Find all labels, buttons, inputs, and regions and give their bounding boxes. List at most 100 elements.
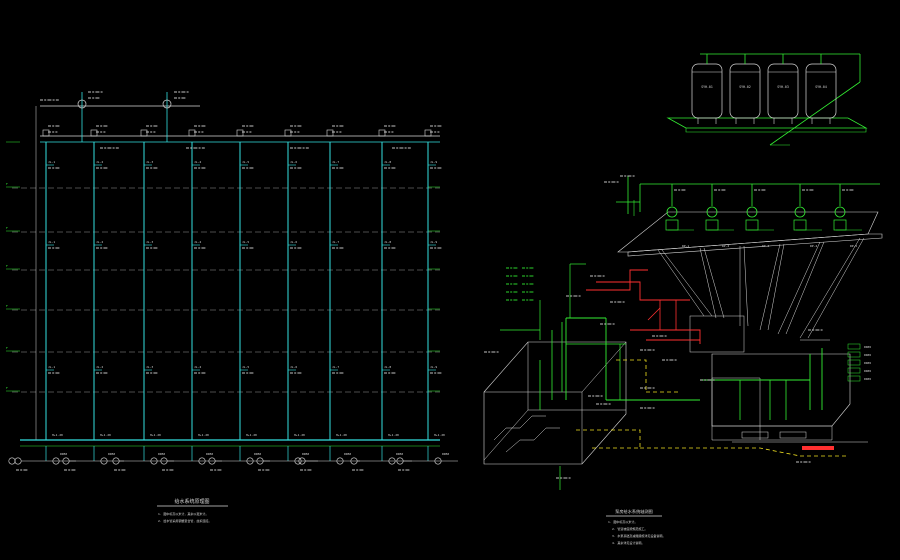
riser-label: JL-9 xyxy=(430,160,437,164)
pump-room-title: 泵房给水系统轴测图 xyxy=(615,508,653,515)
riser-level-mark: H+1.20 xyxy=(434,433,445,437)
riser-label: JL-4 xyxy=(194,160,201,164)
annotation-label-marks xyxy=(484,175,823,479)
water-tank: SYH-04 xyxy=(805,54,837,124)
floor-tick-left: F xyxy=(6,264,8,268)
pump-note-4: 4. 其余详见设计说明。 xyxy=(612,540,644,545)
riser-pipes xyxy=(42,129,436,440)
pointer-line xyxy=(703,247,725,319)
bottom-header-pipe xyxy=(20,439,440,447)
red-pipes xyxy=(586,269,701,344)
floor-tick-left: F xyxy=(6,386,8,390)
riser-note-1: 1. 图中标高以米计，其余以毫米计。 xyxy=(158,511,208,516)
riser-level-mark: H+1.20 xyxy=(246,433,257,437)
riser-level-mark: H+1.20 xyxy=(198,433,209,437)
pointer-line xyxy=(743,245,749,327)
pump-unit: RP-4 xyxy=(793,184,822,248)
water-tank: SYH-03 xyxy=(767,54,799,124)
riser-level-mark: H+1.20 xyxy=(388,433,399,437)
pump-unit: RP-3 xyxy=(745,184,774,248)
bottom-label: DN50 xyxy=(158,452,165,456)
bottom-label: DN50 xyxy=(254,452,261,456)
tank-label: SYH-02 xyxy=(739,85,751,89)
bottom-label: DN50 xyxy=(442,452,449,456)
legend-swatch xyxy=(847,351,861,358)
riser-label-mid: JL-2 xyxy=(96,240,103,244)
riser-diagram-title: 给水系统原理图 xyxy=(174,498,209,505)
pump-label: RP-4 xyxy=(810,244,817,248)
pointer-line xyxy=(661,249,713,317)
riser-level-mark: H+1.20 xyxy=(294,433,305,437)
riser-label-mid: JL-7 xyxy=(332,240,339,244)
riser-label-mid: JL-4 xyxy=(194,240,201,244)
riser-label: JL-1 xyxy=(48,160,55,164)
pointer-line xyxy=(807,237,865,339)
pump-icon xyxy=(706,206,718,218)
tank-label: SYH-03 xyxy=(777,85,789,89)
water-tank-group: SYH-01 SYH-02 SYH-03 SYH-04 xyxy=(691,54,837,124)
legend-swatch xyxy=(847,375,861,382)
bottom-label: DN50 xyxy=(302,452,309,456)
tank-label: SYH-01 xyxy=(701,85,713,89)
pointer-line xyxy=(785,241,825,335)
pump-note-3: 3. 水泵基础及减振措施详见设备说明。 xyxy=(612,533,665,538)
pump-unit: RP-1 xyxy=(665,184,694,248)
bottom-label: DN50 xyxy=(108,452,115,456)
riser-label-low: JL-5 xyxy=(242,365,249,369)
floor-tick-left: F xyxy=(6,346,8,350)
bottom-label: DN50 xyxy=(206,452,213,456)
riser-level-mark: H+1.20 xyxy=(52,433,63,437)
riser-level-mark: H+1.20 xyxy=(150,433,161,437)
riser-label-low: JL-8 xyxy=(384,365,391,369)
riser-level-mark: H+1.20 xyxy=(336,433,347,437)
riser-label: JL-2 xyxy=(96,160,103,164)
top-header-pipe xyxy=(35,91,440,440)
legend-swatch xyxy=(847,359,861,366)
legend-label: DN65 xyxy=(864,377,871,381)
riser-label-mid: JL-1 xyxy=(48,240,55,244)
pump-icon xyxy=(834,206,846,218)
perspective-pointer-lines xyxy=(657,237,865,353)
water-tank: SYH-02 xyxy=(729,54,761,124)
pump-label: RP-3 xyxy=(762,244,769,248)
riser-label-low: JL-7 xyxy=(332,365,339,369)
riser-label-low: JL-1 xyxy=(48,365,55,369)
riser-label-group: JL-1JL-1JL-1H+1.20JL-2JL-2JL-2H+1.20JL-3… xyxy=(48,125,445,437)
riser-label-mid: JL-8 xyxy=(384,240,391,244)
legend-label: DN65 xyxy=(864,369,871,373)
pump-unit: RP-2 xyxy=(705,184,734,248)
tank-label: SYH-04 xyxy=(815,85,827,89)
riser-label-mid: JL-3 xyxy=(146,240,153,244)
pointer-line xyxy=(777,241,821,335)
riser-label: JL-7 xyxy=(332,160,339,164)
legend-label: DN65 xyxy=(864,345,871,349)
bottom-label: DN50 xyxy=(60,452,67,456)
pump-label: RP-2 xyxy=(722,244,729,248)
bottom-label: DN50 xyxy=(396,452,403,456)
floor-tick-left: F xyxy=(6,226,8,230)
pump-symbol-icon xyxy=(8,457,16,465)
pointer-line xyxy=(799,237,861,339)
legend-label: DN65 xyxy=(864,353,871,357)
yellow-dashed-pipes xyxy=(576,359,846,457)
riser-label-low: JL-3 xyxy=(146,365,153,369)
legend-label: DN65 xyxy=(864,361,871,365)
pump-note-2: 2. 管道坡度按规范施工。 xyxy=(612,526,647,531)
legend-swatch xyxy=(847,367,861,374)
water-tank: SYH-01 xyxy=(691,54,723,124)
riser-label-mid: JL-6 xyxy=(290,240,297,244)
riser-label-mid: JL-9 xyxy=(430,240,437,244)
riser-label-low: JL-2 xyxy=(96,365,103,369)
riser-label: JL-3 xyxy=(146,160,153,164)
riser-label-low: JL-4 xyxy=(194,365,201,369)
riser-label: JL-6 xyxy=(290,160,297,164)
pump-icon xyxy=(666,206,678,218)
riser-note-2: 2. 给水管采用钢塑复合管，丝扣连接。 xyxy=(158,518,211,523)
